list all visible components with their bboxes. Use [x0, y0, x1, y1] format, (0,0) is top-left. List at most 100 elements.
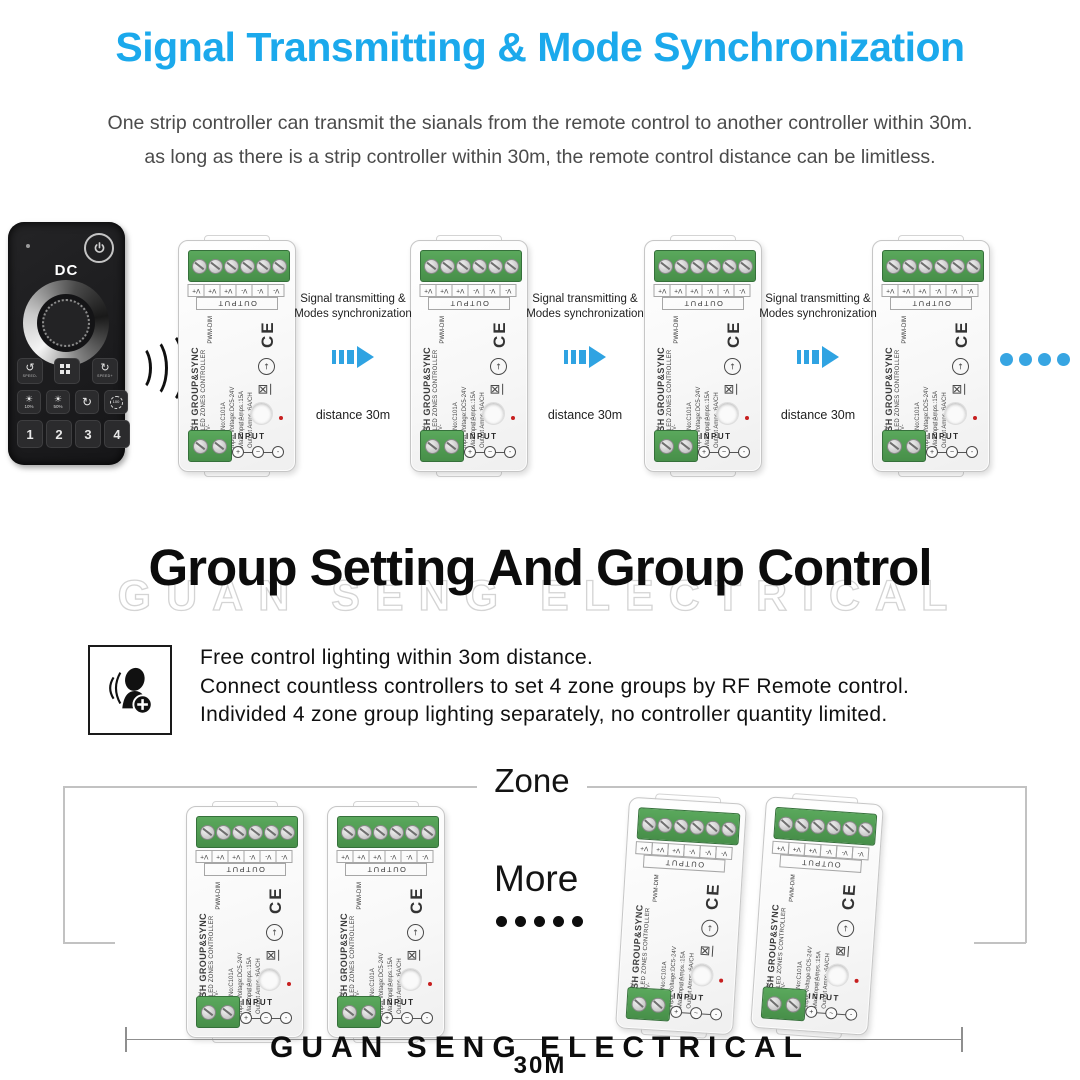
terminal-label: V+ [219, 284, 236, 297]
spec-voltage: Input Voltage:DC5-24V [924, 386, 930, 448]
output-terminal-block [420, 250, 522, 282]
distance-measure-line [126, 1039, 962, 1040]
watermark-text-bottom: GUAN SENG ELECTRICAL [269, 1031, 810, 1064]
controller-device: V+ V+ V+ V- V- V- OUTPUT MESH GROUP&SYNC… [750, 792, 884, 1040]
zone-button-4: 4 [104, 420, 130, 448]
screw-icon [965, 258, 981, 274]
input-vplus-label: V+ [340, 988, 346, 996]
spec-output-amps: Output Amps.:6A/CH [942, 392, 948, 448]
terminal-label: V+ [203, 284, 220, 297]
terminal-label: V- [851, 846, 869, 861]
ce-mark: CE [838, 881, 860, 911]
input-vplus-label: V+ [199, 988, 205, 996]
more-label: More [494, 858, 579, 899]
set-button [399, 968, 422, 991]
ce-mark: CE [702, 881, 724, 911]
set-label: SET [472, 411, 478, 426]
screw-icon [471, 258, 487, 274]
add-user-icon [109, 667, 153, 715]
screw-icon [841, 820, 858, 837]
screw-icon [673, 258, 689, 274]
rf-remote-control: DC ↺ SPEED- ↻ SPEED+ ☀ 10% ☀ 50% ↻ 100 [8, 222, 130, 465]
link-distance: distance 30m [315, 408, 391, 422]
status-led [973, 416, 977, 420]
ac-icon: ~ [946, 446, 958, 458]
terminal-label: V+ [667, 843, 685, 858]
screw-icon [372, 824, 388, 840]
link-caption: Signal transmitting & Modes synchronizat… [521, 292, 649, 322]
input-label: INPUT [672, 991, 705, 1003]
weee-bin-icon: ⊠ [404, 949, 420, 961]
screw-icon [885, 258, 901, 274]
screw-icon [809, 817, 826, 834]
set-label: SET [934, 411, 940, 426]
screw-icon [906, 438, 921, 454]
ce-mark: CE [407, 886, 426, 914]
screw-icon [388, 824, 404, 840]
input-terminal-block [625, 986, 672, 1022]
screw-icon [404, 824, 420, 840]
screw-icon [263, 824, 279, 840]
screw-icon [503, 258, 519, 274]
watermark-text: GUAN SENG ELECTRICAL [117, 571, 963, 620]
screw-icon [656, 816, 673, 833]
zone-label: Zone [494, 762, 570, 799]
input-vplus-label: V+ [885, 422, 891, 430]
input-vplus-label: V+ [423, 422, 429, 430]
feature-line3: Individed 4 zone group lighting separate… [200, 703, 888, 726]
plus-icon: + [926, 446, 938, 458]
ac-icon: ~ [260, 1012, 272, 1024]
terminal-label: V+ [653, 284, 670, 297]
set-label: SET [679, 971, 687, 987]
input-vminus-label: V- [900, 424, 906, 430]
terminal-label: V- [835, 845, 853, 860]
set-button [482, 402, 505, 425]
terminal-label: V+ [211, 850, 228, 863]
spec-voltage: Input Voltage:DC5-24V [238, 952, 244, 1014]
spec-model: Model No:C101A [453, 402, 459, 448]
cycle-arrows-icon: ↻ [81, 395, 93, 409]
device-specs: Model No:C101A Input Voltage:DC5-24V Max… [369, 864, 405, 1014]
minus-icon: - [738, 446, 750, 458]
terminal-label: V+ [803, 842, 822, 858]
dimmer-dial [23, 280, 109, 366]
ce-mark: CE [952, 320, 971, 348]
screw-icon [255, 258, 271, 274]
output-terminal-labels: V+ V+ V+ V- V- V- [881, 284, 978, 297]
plus-icon: + [669, 1005, 683, 1019]
terminal-label: V- [243, 850, 260, 863]
input-terminal-block [760, 986, 807, 1022]
more-dots-icon [496, 916, 583, 927]
terminal-label: V+ [787, 841, 806, 856]
minus-icon: - [709, 1007, 723, 1021]
terminal-label: V- [715, 845, 733, 860]
ac-icon: ~ [824, 1006, 838, 1020]
link-caption-line1: Signal transmitting & [765, 293, 871, 305]
screw-icon [659, 438, 674, 454]
screw-icon [271, 258, 287, 274]
input-terminal-block [196, 996, 240, 1028]
screw-icon [439, 258, 455, 274]
terminal-label: V+ [897, 284, 914, 297]
terminal-label: V- [819, 844, 837, 859]
terminal-label: V+ [451, 284, 468, 297]
controller-device: V+ V+ V+ V- V- V- OUTPUT MESH GROUP&SYNC… [327, 801, 445, 1043]
input-label: INPUT [242, 998, 274, 1007]
spec-model: Model No:C101A [370, 968, 376, 1014]
terminal-label: V- [416, 850, 433, 863]
terminal-label: V+ [771, 840, 790, 855]
feature-line1: Free control lighting within 3om distanc… [200, 646, 594, 669]
screw-icon [231, 824, 247, 840]
minus-icon: - [272, 446, 284, 458]
input-terminal-block [337, 996, 381, 1028]
screw-icon [423, 258, 439, 274]
spec-model: Model No:C101A [915, 402, 921, 448]
input-vminus-label: V- [672, 424, 678, 430]
screw-icon [688, 818, 705, 835]
input-vplus-label: V+ [765, 979, 773, 988]
set-label: SET [706, 411, 712, 426]
output-terminal-block [636, 807, 741, 846]
terminal-label: V+ [435, 284, 452, 297]
knob-icon: ↺ [25, 362, 35, 375]
